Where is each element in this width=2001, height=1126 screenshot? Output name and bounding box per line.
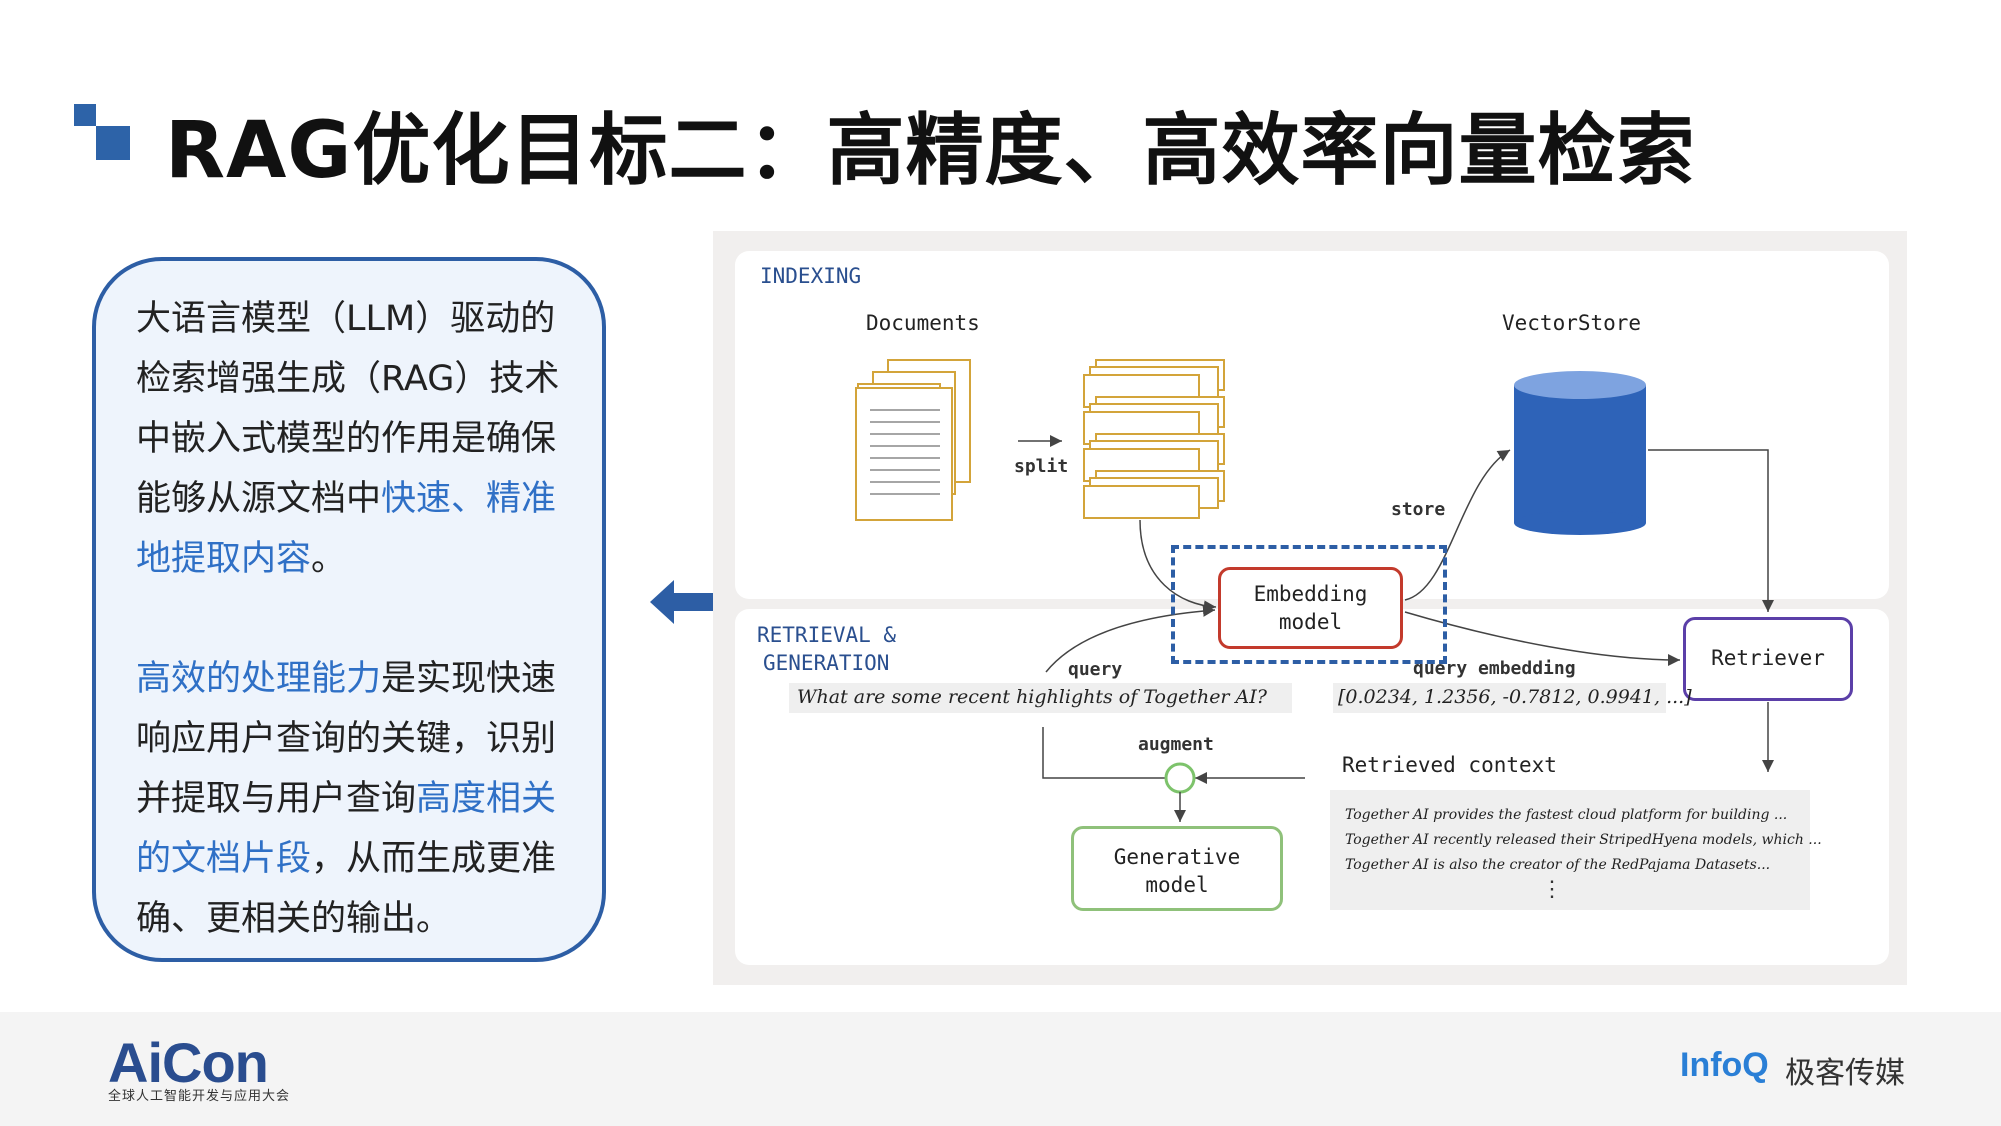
query-text: What are some recent highlights of Toget… [797, 686, 1267, 708]
title-square-icon [74, 104, 134, 164]
page-title: RAG优化目标二：高精度、高效率向量检索 [165, 106, 1696, 196]
documents-icon [855, 359, 971, 521]
highlight-efficiency: 高效的处理能力 [136, 659, 382, 699]
store-label: store [1391, 499, 1446, 520]
retrieval-label-line2: GENERATION [763, 651, 890, 675]
description-paragraph-1: 大语言模型（LLM）驱动的检索增强生成（RAG）技术中嵌入式模型的作用是确保能够… [136, 299, 560, 579]
retrieval-label-line1: RETRIEVAL & [757, 623, 897, 647]
augment-node-icon [1164, 762, 1196, 794]
chunks-icon [1083, 359, 1225, 519]
retrieved-context-label: Retrieved context [1342, 753, 1557, 777]
highlight-relevant: 高度相关的文档片段 [136, 779, 557, 879]
documents-label: Documents [866, 311, 980, 335]
aicon-subtitle: 全球人工智能开发与应用大会 [108, 1089, 291, 1104]
retrieved-context-background [1330, 790, 1810, 910]
context-line-3: Together AI is also the creator of the R… [1345, 857, 1771, 873]
query-arrow [1045, 604, 1216, 673]
vectorstore-database-icon [1514, 371, 1646, 535]
split-label: split [1014, 456, 1069, 477]
query-to-augment-line [1042, 727, 1165, 779]
embedding-model-box: Embedding model [1218, 567, 1403, 649]
context-line-1: Together AI provides the fastest cloud p… [1345, 807, 1788, 823]
infoq-logo: InfoQ [1680, 1046, 1769, 1084]
geek-media-logo: 极客传媒 [1785, 1056, 1905, 1091]
query-text-background [789, 683, 1292, 713]
description-box: 大语言模型（LLM）驱动的检索增强生成（RAG）技术中嵌入式模型的作用是确保能够… [92, 257, 606, 962]
highlight-extract: 快速、精准地提取内容 [136, 479, 557, 579]
context-line-2: Together AI recently released their Stri… [1345, 832, 1822, 848]
embedding-highlight-dashed-box [1171, 545, 1447, 664]
store-arrow [1404, 449, 1511, 601]
indexing-label: INDEXING [760, 264, 862, 288]
embedding-vector-text: [0.0234, 1.2356, -0.7812, 0.9941, ...] [1338, 686, 1692, 708]
retriever-box: Retriever [1683, 617, 1853, 701]
augment-label: augment [1138, 734, 1214, 755]
aicon-logo: AiCon [108, 1031, 269, 1094]
context-more-icon: ⋮ [1541, 877, 1563, 902]
description-paragraph-2: 高效的处理能力是实现快速响应用户查询的关键，识别并提取与用户查询高度相关的文档片… [136, 659, 557, 939]
generative-model-box: Generative model [1071, 826, 1283, 911]
footer [0, 1012, 2001, 1126]
vectorstore-to-retriever-arrow [1648, 449, 1774, 612]
query-embedding-label: query embedding [1413, 658, 1576, 679]
description-text: 大语言模型（LLM）驱动的检索增强生成（RAG）技术中嵌入式模型的作用是确保能够… [136, 289, 584, 949]
embedding-vector-background [1333, 683, 1666, 713]
vectorstore-label: VectorStore [1502, 311, 1642, 335]
query-label: query [1068, 659, 1123, 680]
query-embedding-arrow [1404, 611, 1681, 666]
